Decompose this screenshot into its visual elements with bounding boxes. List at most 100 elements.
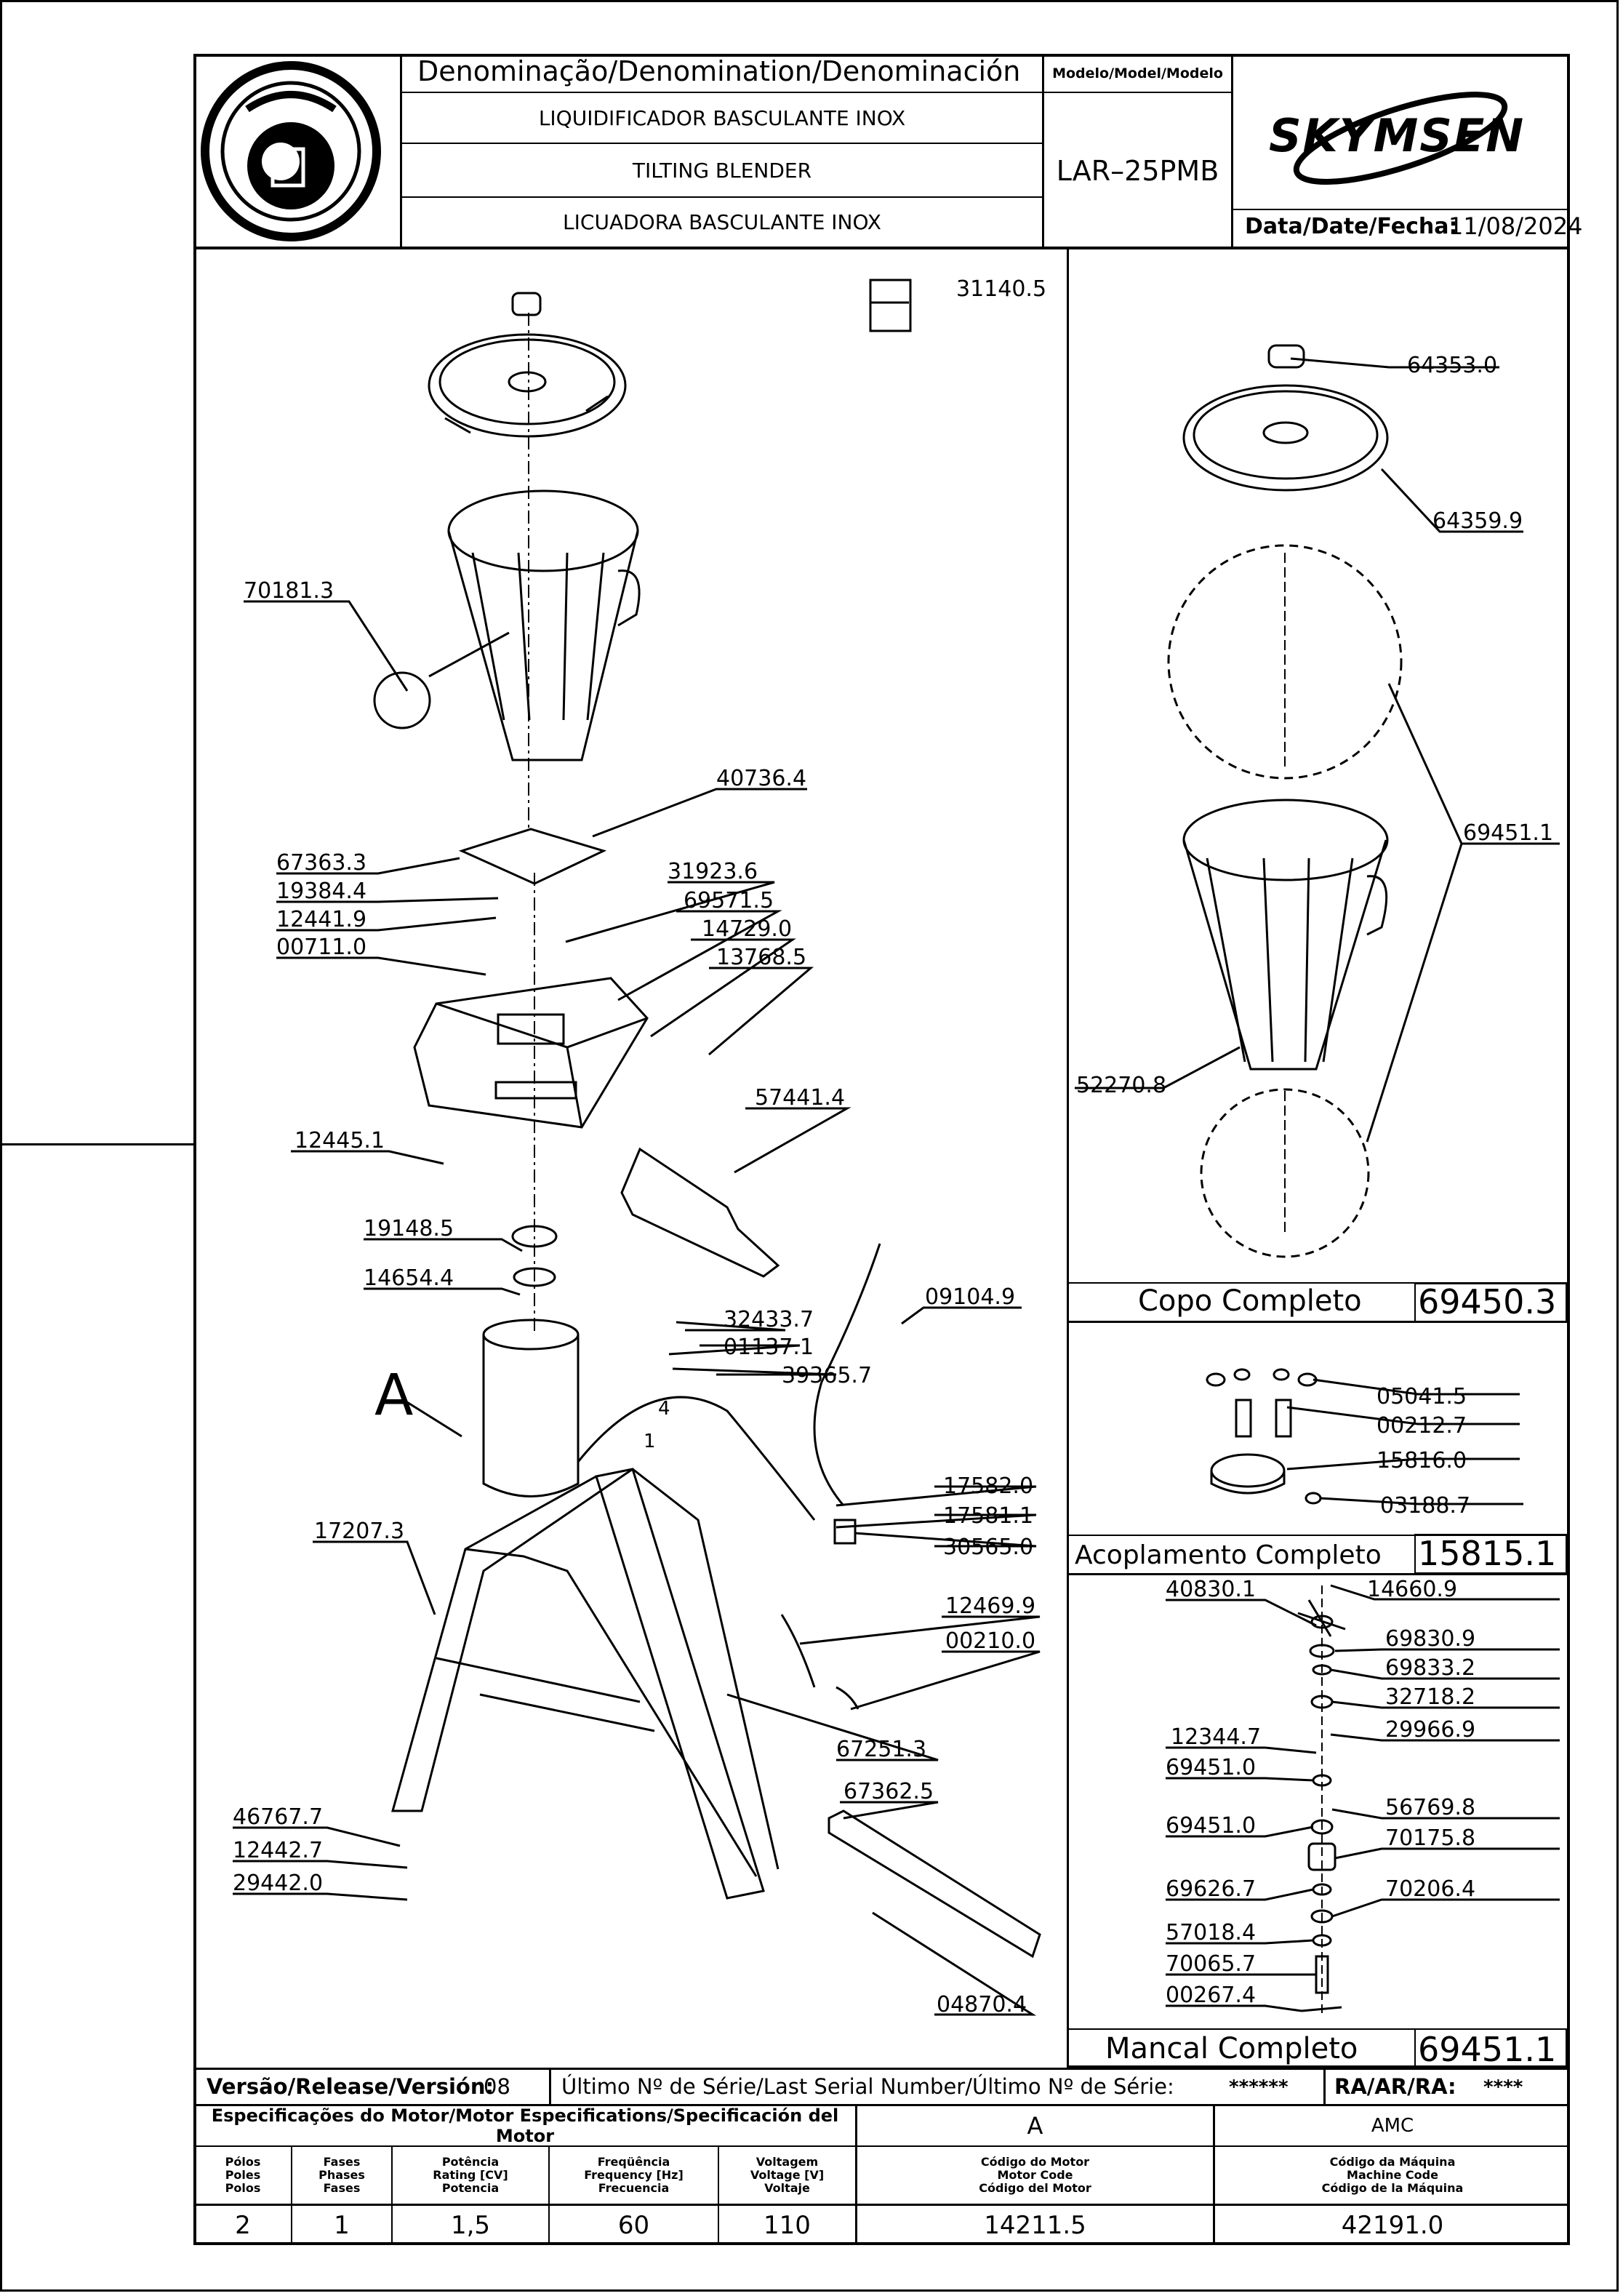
- mounting-plate-icon: [458, 828, 607, 885]
- acoplamento-part-label: 05041.5: [1376, 1384, 1467, 1409]
- detail-circle: [373, 671, 431, 729]
- mancal-part-label: 69833.2: [1385, 1655, 1475, 1681]
- part-label: 00711.0: [276, 935, 366, 960]
- part-label: 14654.4: [364, 1265, 454, 1291]
- part-label: 13768.5: [716, 945, 806, 970]
- footer-divider: [391, 2145, 393, 2245]
- copo-lid-icon: [1182, 344, 1389, 492]
- header-rule: [400, 92, 1043, 93]
- part-label: 01137.1: [724, 1335, 814, 1360]
- footer-divider: [549, 2068, 551, 2105]
- part-label: 12469.9: [945, 1593, 1035, 1619]
- denomination-heading: Denominação/Denomination/Denominación: [417, 55, 1021, 87]
- mancal-part-label: 70175.8: [1385, 1825, 1475, 1851]
- mancal-part-label: 12344.7: [1171, 1724, 1261, 1750]
- panel-divider: [1067, 1321, 1570, 1323]
- part-label: 32433.7: [724, 1307, 814, 1332]
- rail-icon: [827, 1809, 1041, 1959]
- brand-wordmark: SKYMSEN: [1269, 109, 1526, 162]
- mancal-part-label: 40830.1: [1166, 1577, 1256, 1602]
- mancal-part-label: 56769.8: [1385, 1795, 1475, 1820]
- header-divider: [1042, 54, 1044, 248]
- part-label: 00210.0: [945, 1628, 1035, 1654]
- date-label: Data/Date/Fecha:: [1245, 214, 1458, 239]
- mancal-part-label: 70065.7: [1166, 1951, 1256, 1977]
- header-rule: [400, 196, 1043, 198]
- mancal-part-label: 69626.7: [1166, 1876, 1256, 1902]
- serial-label: Último Nº de Série/Last Serial Number/Úl…: [561, 2074, 1174, 2099]
- mancal-completo-label: Mancal Completo: [1105, 2032, 1358, 2065]
- copo-completo-label: Copo Completo: [1138, 1284, 1362, 1318]
- part-label: 12442.7: [233, 1838, 323, 1863]
- part-label: 19148.5: [364, 1216, 454, 1241]
- part-label: 14729.0: [702, 916, 792, 942]
- mancal-part-label: 14660.9: [1367, 1577, 1457, 1602]
- product-name-pt: LIQUIDIFICADOR BASCULANTE INOX: [538, 105, 906, 130]
- value-poles: 2: [235, 2211, 251, 2240]
- bearing-detail-circle: [1200, 1088, 1370, 1258]
- mancal-part-label: 69830.9: [1385, 1626, 1475, 1652]
- mancal-completo-code: 69451.1: [1418, 2030, 1556, 2069]
- part-label: 30565.0: [943, 1535, 1033, 1560]
- panel-divider: [1067, 2065, 1570, 2068]
- part-label: 57441.4: [755, 1085, 845, 1111]
- footer-divider: [1323, 2068, 1326, 2105]
- mancal-part-label: 00267.4: [1166, 1983, 1256, 2008]
- part-label: 46767.7: [233, 1804, 323, 1830]
- acoplamento-part-label: 00212.7: [1376, 1413, 1467, 1439]
- brand-plate-icon: [494, 1081, 577, 1100]
- value-motor-code: 14211.5: [984, 2211, 1086, 2240]
- part-label: 70181.3: [244, 578, 334, 604]
- part-label: 67362.5: [843, 1779, 934, 1804]
- hose-icon: [780, 1614, 859, 1710]
- footer-divider: [855, 2104, 857, 2245]
- motor-spec-label: Especificações do Motor/Motor Especifica…: [211, 2105, 839, 2146]
- mancal-part-label: 32718.2: [1385, 1684, 1475, 1710]
- copo-part-label: 64359.9: [1432, 508, 1523, 534]
- lid-icon: [428, 292, 627, 438]
- version-value: 08: [484, 2074, 510, 2099]
- header-divider: [400, 54, 402, 248]
- part-label: 39365.7: [782, 1363, 872, 1388]
- version-label: Versão/Release/Versión:: [207, 2074, 494, 2099]
- motor-column-header: A: [1027, 2112, 1043, 2140]
- part-label: 17207.3: [314, 1519, 404, 1544]
- motor-icon: [482, 1319, 580, 1497]
- part-label: 67251.3: [836, 1737, 926, 1762]
- part-label: 04870.4: [937, 1992, 1027, 2017]
- drawing-sheet: [193, 54, 1570, 2245]
- machine-column-header: AMC: [1371, 2115, 1414, 2137]
- mancal-part-label: 70206.4: [1385, 1876, 1475, 1902]
- header-rule: [400, 143, 1043, 144]
- part-label: 17581.1: [943, 1503, 1033, 1529]
- part-label: 29442.0: [233, 1871, 323, 1896]
- mancal-part-label: 29966.9: [1385, 1717, 1475, 1743]
- serial-value: ******: [1229, 2076, 1289, 2098]
- value-frequency: 60: [617, 2211, 650, 2240]
- acoplamento-part-label: 15816.0: [1376, 1448, 1467, 1473]
- footer-divider: [548, 2145, 550, 2245]
- value-phases: 1: [334, 2211, 350, 2240]
- value-rating: 1,5: [450, 2211, 491, 2240]
- panel-divider: [1067, 248, 1069, 2068]
- product-name-es: LICUADORA BASCULANTE INOX: [563, 210, 881, 234]
- copo-part-label: 69451.1: [1463, 820, 1553, 846]
- model-number: LAR–25PMB: [1056, 154, 1219, 187]
- copo-jar-icon: [1182, 799, 1389, 1071]
- part-label: 69571.5: [684, 888, 774, 913]
- acoplamento-completo-code: 15815.1: [1418, 1534, 1556, 1573]
- part-label: 67363.3: [276, 850, 366, 876]
- date-value: 11/08/2024: [1448, 212, 1583, 240]
- value-machine-code: 42191.0: [1341, 2211, 1444, 2240]
- product-name-en: TILTING BLENDER: [632, 158, 812, 183]
- fold-mark: [0, 1143, 193, 1145]
- header-divider: [1231, 54, 1233, 248]
- footer-rule: [193, 2104, 1570, 2106]
- part-label: 31923.6: [668, 859, 758, 884]
